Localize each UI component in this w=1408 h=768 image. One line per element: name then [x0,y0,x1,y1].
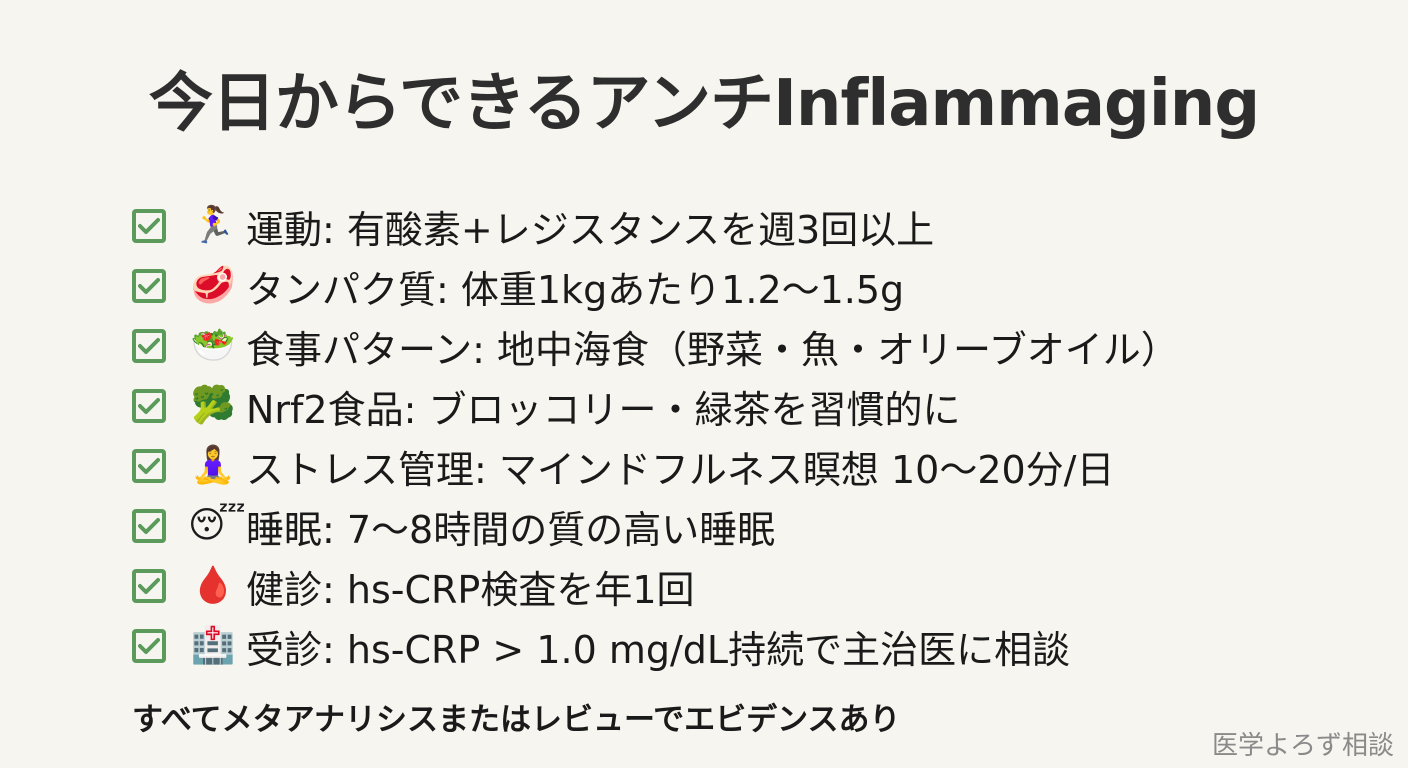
checkbox-checked[interactable] [132,569,166,603]
checklist-item-text: ストレス管理: マインドフルネス瞑想 10〜20分/日 [246,447,1115,492]
checklist-item-stress: 🧘‍♀️ ストレス管理: マインドフルネス瞑想 10〜20分/日 [132,436,1179,496]
checkmark-icon [138,458,160,474]
checklist-item-text: Nrf2食品: ブロッコリー・緑茶を習慣的に [246,387,961,432]
meditation-icon: 🧘‍♀️ [190,445,236,486]
checklist-item-text: 睡眠: 7〜8時間の質の高い睡眠 [246,507,776,552]
checkmark-icon [138,578,160,594]
checkmark-icon [138,338,160,354]
checkbox-checked[interactable] [132,389,166,423]
checklist-item-text: 健診: hs-CRP検査を年1回 [246,567,695,612]
checkbox-checked[interactable] [132,329,166,363]
meat-icon: 🥩 [190,265,236,306]
sleeping-face-icon: 😴 [188,505,246,546]
checklist-item-text: 食事パターン: 地中海食（野菜・魚・オリーブオイル） [246,327,1179,372]
checklist: 🏃‍♀️ 運動: 有酸素+レジスタンスを週3回以上 🥩 タンパク質: 体重1kg… [132,196,1179,676]
checklist-item-sleep: 😴 睡眠: 7〜8時間の質の高い睡眠 [132,496,1179,556]
salad-icon: 🥗 [190,325,236,366]
evidence-note: すべてメタアナリシスまたはレビューでエビデンスあり [132,702,901,738]
checkbox-checked[interactable] [132,209,166,243]
checkbox-checked[interactable] [132,509,166,543]
checkbox-checked[interactable] [132,269,166,303]
running-woman-icon: 🏃‍♀️ [190,205,236,246]
checkmark-icon [138,518,160,534]
checklist-item-text: 受診: hs-CRP > 1.0 mg/dL持続で主治医に相談 [246,627,1071,672]
checkbox-checked[interactable] [132,629,166,663]
checkmark-icon [138,278,160,294]
checklist-item-checkup: 🩸 健診: hs-CRP検査を年1回 [132,556,1179,616]
checklist-item-exercise: 🏃‍♀️ 運動: 有酸素+レジスタンスを週3回以上 [132,196,1179,256]
broccoli-icon: 🥦 [190,385,236,426]
checklist-item-diet: 🥗 食事パターン: 地中海食（野菜・魚・オリーブオイル） [132,316,1179,376]
brand-watermark: 医学よろず相談 [1211,731,1394,761]
checkbox-checked[interactable] [132,449,166,483]
blood-drop-icon: 🩸 [190,565,236,606]
checklist-item-text: タンパク質: 体重1kgあたり1.2〜1.5g [246,267,905,312]
checkmark-icon [138,218,160,234]
checklist-item-protein: 🥩 タンパク質: 体重1kgあたり1.2〜1.5g [132,256,1179,316]
checklist-item-consult: 🏥 受診: hs-CRP > 1.0 mg/dL持続で主治医に相談 [132,616,1179,676]
checkmark-icon [138,638,160,654]
hospital-icon: 🏥 [190,625,236,666]
checklist-item-text: 運動: 有酸素+レジスタンスを週3回以上 [246,207,935,252]
checklist-item-nrf2: 🥦 Nrf2食品: ブロッコリー・緑茶を習慣的に [132,376,1179,436]
checkmark-icon [138,398,160,414]
page-title: 今日からできるアンチInflammaging [148,67,1260,141]
